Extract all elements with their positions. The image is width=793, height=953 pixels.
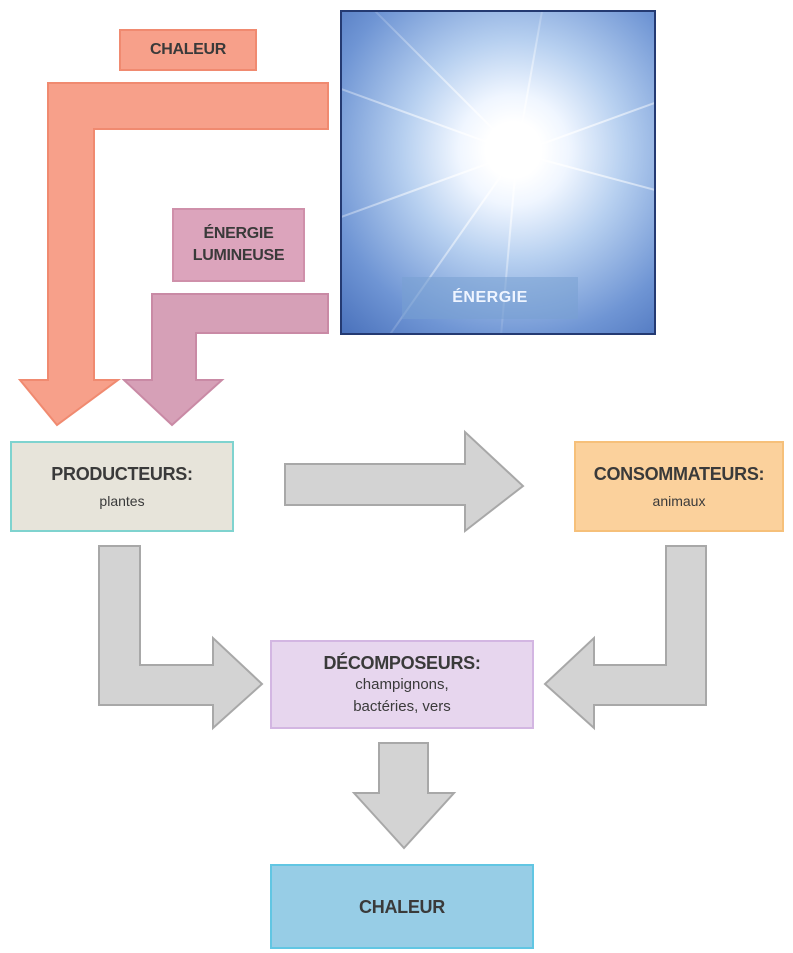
decomposeurs-node: DÉCOMPOSEURS: champignons, bactéries, ve…	[270, 640, 534, 729]
decomposeurs-sub-line2: bactéries, vers	[353, 697, 451, 715]
energie-lumineuse-arrow	[121, 293, 329, 427]
producteurs-node: PRODUCTEURS: plantes	[10, 441, 234, 532]
sun-image: ÉNERGIE	[340, 10, 656, 335]
energie-lumineuse-label-line2: LUMINEUSE	[192, 247, 285, 264]
consommateurs-title: CONSOMMATEURS:	[593, 463, 765, 484]
producteurs-to-decomposeurs-arrow	[98, 545, 264, 731]
consommateurs-sub: animaux	[652, 492, 706, 509]
chaleur-bottom-node: CHALEUR	[270, 864, 534, 949]
producteurs-title: PRODUCTEURS:	[51, 463, 193, 484]
sun-energie-label: ÉNERGIE	[402, 277, 578, 319]
producteurs-to-consommateurs-arrow	[284, 429, 525, 534]
chaleur-top-label-text: CHALEUR	[149, 41, 227, 58]
decomposeurs-title: DÉCOMPOSEURS:	[323, 652, 481, 673]
consommateurs-node: CONSOMMATEURS: animaux	[574, 441, 784, 532]
chaleur-top-label: CHALEUR	[119, 29, 257, 71]
decomposeurs-sub-line1: champignons,	[355, 675, 449, 693]
decomposeurs-to-chaleur-arrow	[351, 742, 457, 850]
energie-lumineuse-label-line1: ÉNERGIE	[203, 225, 274, 242]
consommateurs-to-decomposeurs-arrow	[543, 545, 707, 731]
chaleur-bottom-title: CHALEUR	[359, 896, 445, 917]
chaleur-arrow	[17, 82, 329, 427]
energie-lumineuse-label: ÉNERGIE LUMINEUSE	[172, 208, 305, 282]
producteurs-sub: plantes	[99, 492, 145, 509]
